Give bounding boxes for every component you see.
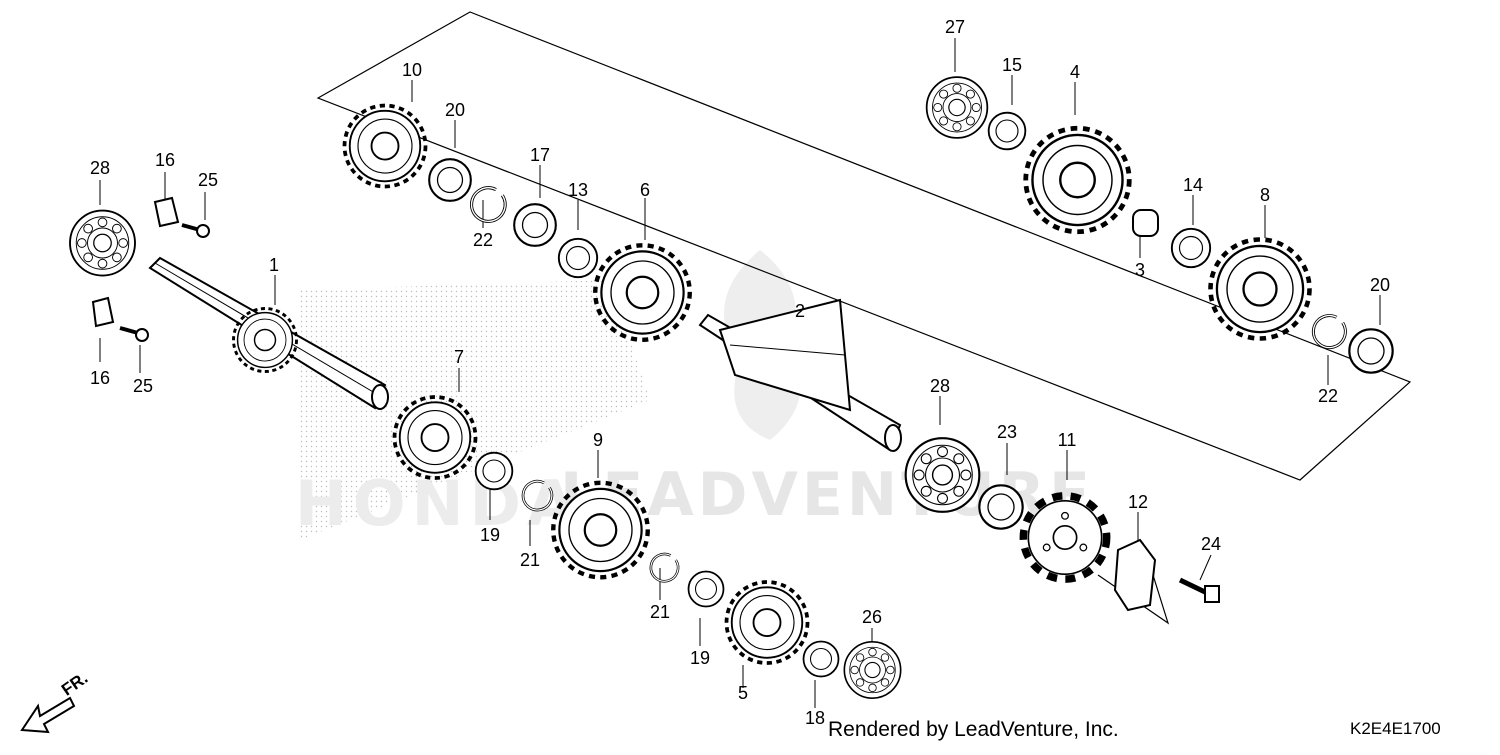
part-label-4: 4 <box>1069 62 1081 82</box>
part-label-18: 18 <box>804 708 826 728</box>
rendered-by-credit: Rendered by LeadVenture, Inc. <box>828 718 1119 741</box>
diagram-code: K2E4E1700 <box>1350 719 1441 738</box>
part-label-13: 13 <box>567 180 589 200</box>
part-label-19: 19 <box>689 648 711 668</box>
part-label-10: 10 <box>401 60 423 80</box>
part-label-16: 16 <box>154 150 176 170</box>
part-label-15: 15 <box>1001 55 1023 75</box>
part-shapes <box>69 76 1394 700</box>
assembly-boundary <box>316 11 1412 481</box>
part-label-3: 3 <box>1134 260 1146 280</box>
part-label-28: 28 <box>929 376 951 396</box>
part-label-16: 16 <box>89 368 111 388</box>
part-label-6: 6 <box>639 180 651 200</box>
part-label-25: 25 <box>197 170 219 190</box>
part-label-17: 17 <box>529 145 551 165</box>
part-label-21: 21 <box>649 602 671 622</box>
part-label-26: 26 <box>861 607 883 627</box>
part-label-27: 27 <box>944 17 966 37</box>
part-label-7: 7 <box>453 347 465 367</box>
front-arrow-icon <box>20 696 76 734</box>
part-label-25: 25 <box>132 376 154 396</box>
countershaft <box>148 256 389 410</box>
part-label-22: 22 <box>1317 386 1339 406</box>
part-label-12: 12 <box>1127 492 1149 512</box>
part-label-22: 22 <box>472 230 494 250</box>
part-label-1: 1 <box>268 255 280 275</box>
part-label-23: 23 <box>996 422 1018 442</box>
part-label-5: 5 <box>737 683 749 703</box>
part-label-28: 28 <box>89 158 111 178</box>
part-label-20: 20 <box>1369 275 1391 295</box>
part-label-11: 11 <box>1057 430 1077 450</box>
part-label-8: 8 <box>1259 185 1271 205</box>
part-label-21: 21 <box>519 550 541 570</box>
part-label-2: 2 <box>794 301 806 321</box>
mainshaft <box>698 298 902 452</box>
part-label-24: 24 <box>1200 534 1222 554</box>
part-label-20: 20 <box>444 100 466 120</box>
part-label-9: 9 <box>592 430 604 450</box>
watermark: HONDA LEADVENTURE <box>295 250 1090 540</box>
part-label-14: 14 <box>1182 175 1204 195</box>
part-label-19: 19 <box>479 525 501 545</box>
